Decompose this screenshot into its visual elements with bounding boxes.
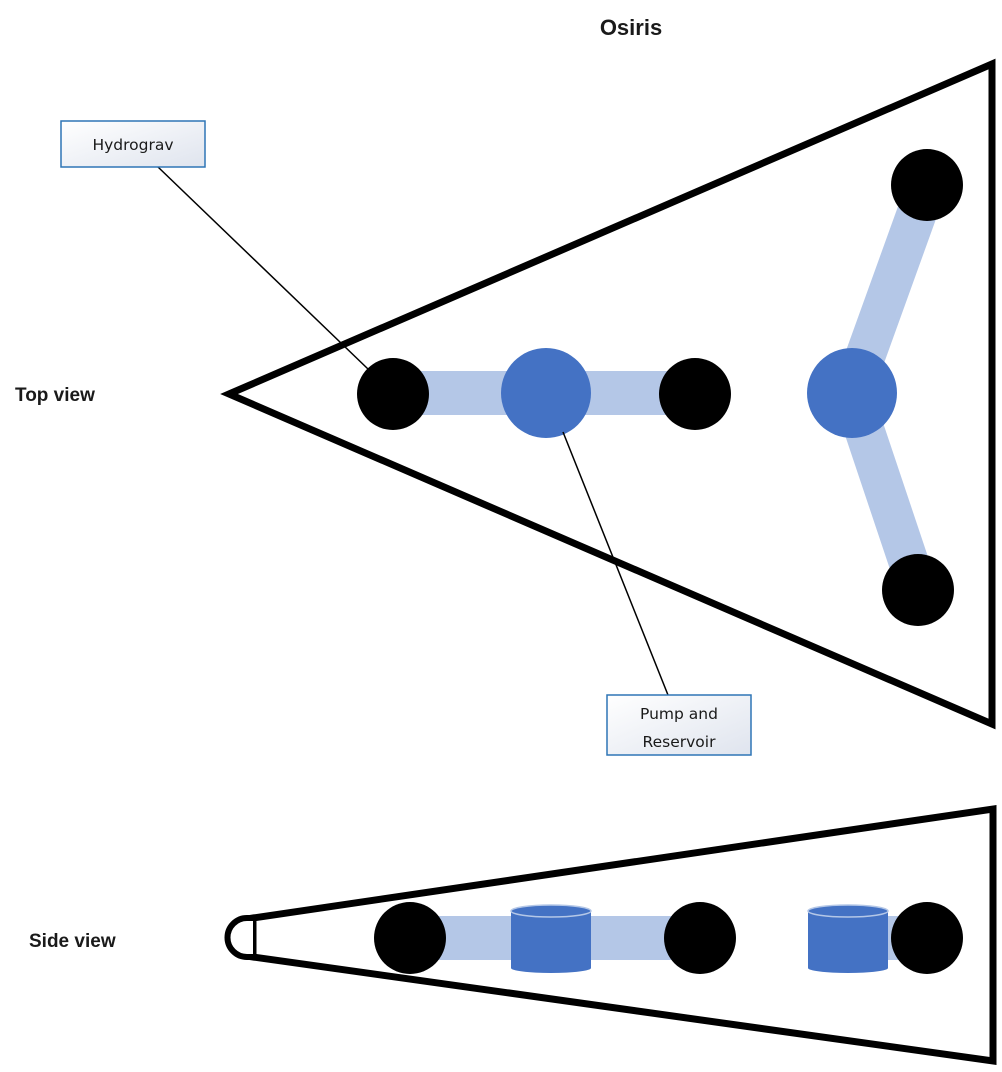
pump-reservoir-callout: Pump and Reservoir — [606, 694, 752, 756]
top-view — [220, 58, 996, 730]
side-view-hydrograv-node-2 — [664, 902, 736, 974]
side-view-label: Side view — [29, 931, 116, 952]
side-view-hydrograv-node-3 — [891, 902, 963, 974]
side-view — [224, 804, 997, 1066]
side-view-nose-cap — [224, 915, 253, 960]
hydrograv-callout-label: Hydrograv — [92, 136, 173, 154]
top-view-hydrograv-node-1 — [357, 358, 429, 430]
top-view-label: Top view — [15, 385, 95, 406]
top-view-hydrograv-node-3 — [891, 149, 963, 221]
hydrograv-callout: Hydrograv — [60, 120, 206, 168]
diagram-title: Osiris — [600, 15, 662, 40]
pump-reservoir-callout-box — [606, 694, 752, 756]
top-view-hull-outline — [220, 58, 996, 730]
top-view-hydrograv-node-4 — [882, 554, 954, 626]
pump-reservoir-callout-line2: Reservoir — [643, 733, 717, 751]
pump-reservoir-leader-line — [562, 431, 669, 696]
top-view-pump-reservoir-2 — [807, 348, 897, 438]
side-view-reservoir-1 — [510, 904, 592, 973]
side-view-hydrograv-node-1 — [374, 902, 446, 974]
hydrograv-callout-box — [60, 120, 206, 168]
hydrograv-leader-line — [157, 166, 369, 370]
side-view-reservoir-2 — [807, 904, 889, 973]
top-view-pump-reservoir-1 — [501, 348, 591, 438]
top-view-hydrograv-node-2 — [659, 358, 731, 430]
pump-reservoir-callout-line1: Pump and — [640, 705, 718, 723]
